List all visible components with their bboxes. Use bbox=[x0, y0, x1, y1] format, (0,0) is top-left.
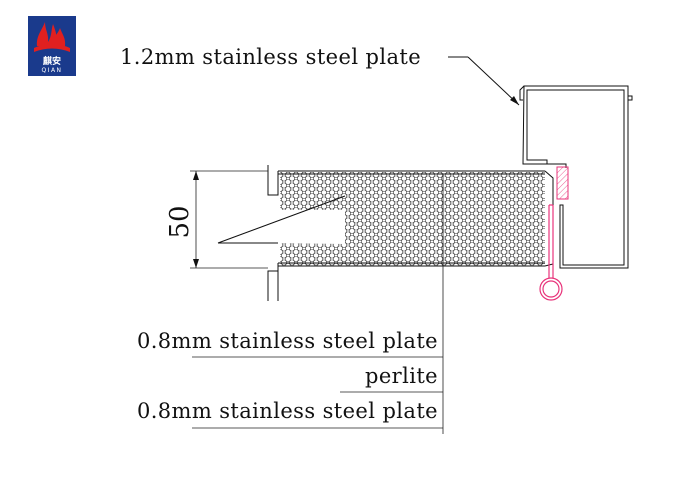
logo-chinese-text: 麒安 bbox=[43, 55, 61, 67]
leader-top-plate bbox=[448, 56, 520, 106]
label-top-plate: 1.2mm stainless steel plate bbox=[120, 45, 421, 69]
label-upper-skin: 0.8mm stainless steel plate bbox=[137, 329, 438, 353]
door-leaf-panel bbox=[217, 165, 554, 434]
fire-seal-strip bbox=[539, 166, 569, 301]
flame-icon bbox=[34, 22, 70, 52]
label-lower-skin: 0.8mm stainless steel plate bbox=[137, 399, 438, 423]
company-logo: 麒安 QIAN bbox=[28, 16, 76, 76]
dimension-value: 50 bbox=[165, 205, 195, 238]
logo-english-text: QIAN bbox=[41, 67, 62, 74]
label-core: perlite bbox=[365, 364, 438, 388]
dimension-thickness: 50 bbox=[165, 170, 268, 269]
